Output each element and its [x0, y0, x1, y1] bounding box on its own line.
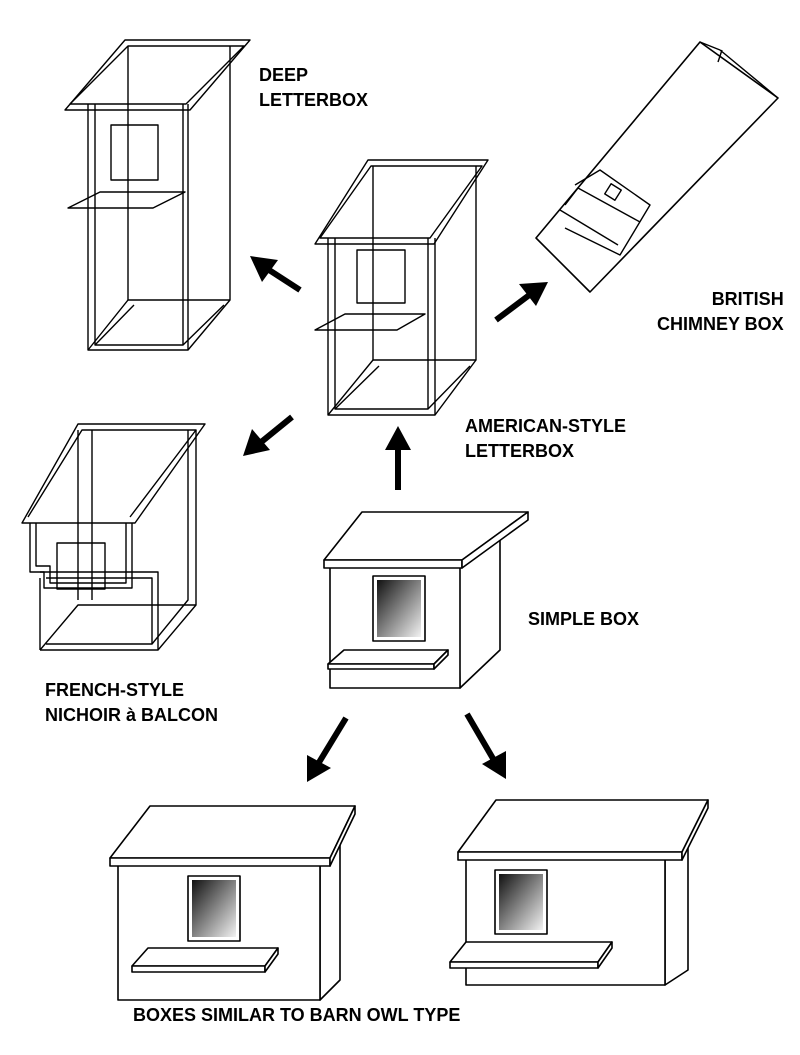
arrow-to-barn-owl-right — [464, 712, 506, 779]
french-nichoir-label-line-2: NICHOIR à BALCON — [45, 705, 219, 725]
british-chimney-box-drawing — [535, 41, 779, 293]
deep-letterbox-label: DEEP LETTERBOX — [259, 63, 368, 113]
arrow-to-british-chimney-box — [494, 282, 548, 323]
french-nichoir-label-line-1: FRENCH-STYLE — [45, 680, 184, 700]
simple-box-drawing — [323, 511, 529, 689]
deep-letterbox-label-line-1: DEEP — [259, 65, 309, 85]
american-letterbox-label: AMERICAN-STYLE LETTERBOX — [465, 414, 626, 464]
arrow-to-american-letterbox — [385, 426, 411, 490]
barn-owl-box-left-drawing — [109, 805, 356, 1001]
barn-owl-boxes-label-line-1: BOXES SIMILAR TO BARN OWL TYPE — [133, 1005, 461, 1025]
arrow-to-barn-owl-left — [307, 716, 349, 782]
american-letterbox-drawing — [314, 159, 489, 416]
british-chimney-box-label-line-2: CHIMNEY BOX — [657, 314, 784, 334]
deep-letterbox-label-line-2: LETTERBOX — [259, 90, 369, 110]
barn-owl-box-right-drawing — [449, 799, 709, 986]
british-chimney-box-label-line-1: BRITISH — [711, 289, 784, 309]
american-letterbox-label-line-1: AMERICAN-STYLE — [465, 416, 626, 436]
american-letterbox-label-line-2: LETTERBOX — [465, 441, 575, 461]
french-nichoir-drawing — [21, 423, 206, 651]
arrow-to-deep-letterbox — [250, 256, 302, 293]
barn-owl-boxes-label: BOXES SIMILAR TO BARN OWL TYPE — [133, 1003, 460, 1028]
deep-letterbox-drawing — [64, 39, 251, 351]
arrow-to-french-nichoir — [243, 414, 294, 456]
french-nichoir-label: FRENCH-STYLE NICHOIR à BALCON — [45, 678, 218, 728]
simple-box-label: SIMPLE BOX — [528, 607, 639, 632]
simple-box-label-line-1: SIMPLE BOX — [528, 609, 640, 629]
british-chimney-box-label: BRITISH CHIMNEY BOX — [657, 287, 784, 337]
